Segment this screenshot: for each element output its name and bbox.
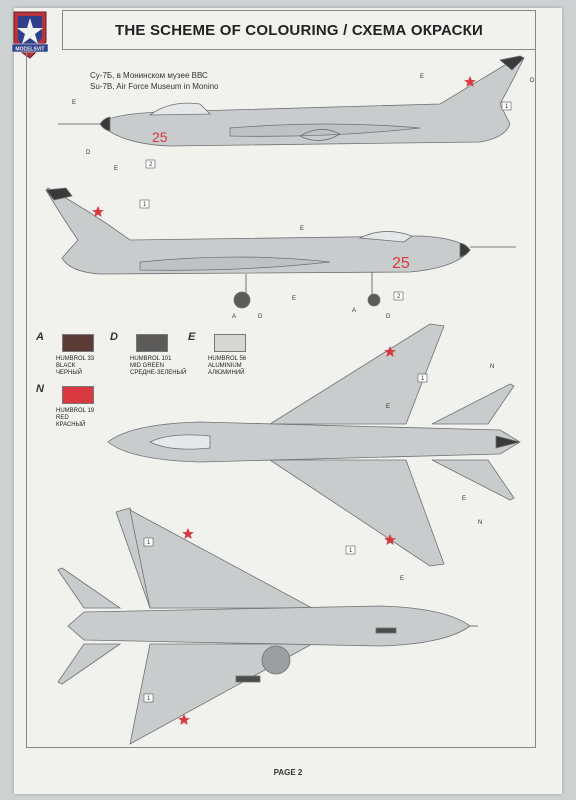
colour-swatch (136, 334, 168, 352)
callout-e: E (400, 576, 404, 582)
colour-swatch (62, 386, 94, 404)
callout-e: E (114, 166, 118, 172)
aircraft-caption: Су-7Б, в Монинском музее ВВС Su-7B, Air … (90, 70, 219, 92)
callout-e: E (300, 226, 304, 232)
callout-n: N (478, 520, 482, 526)
colour-code: A (36, 331, 44, 343)
callout-d: D (86, 150, 91, 156)
logo-star-icon (17, 18, 43, 44)
callout-e: E (386, 404, 390, 410)
caption-ru: Су-7Б, в Монинском музее ВВС (90, 71, 208, 80)
callouts: E E D D E E E A D A D N E E N E (72, 74, 535, 582)
decal-box-2: 2 (397, 294, 401, 300)
logo-text: MODELSVIT (15, 47, 44, 53)
colour-swatch (214, 334, 246, 352)
callout-e: E (292, 296, 296, 302)
decal-box-1: 1 (147, 540, 151, 546)
top-view (107, 323, 521, 567)
callout-e: E (72, 100, 76, 106)
colour-code: E (188, 331, 196, 343)
decal-box-1: 1 (421, 376, 425, 382)
decal-box-1: 1 (143, 202, 147, 208)
callout-a: A (352, 308, 356, 314)
callout-d: D (386, 314, 391, 320)
bottom-star-upper-icon (182, 528, 194, 539)
side1-tail-number: 25 (152, 129, 168, 145)
callout-d: D (530, 78, 535, 84)
colour-swatch (62, 334, 94, 352)
side2-tail-number: 25 (392, 255, 410, 272)
page-number: PAGE 2 (273, 768, 303, 777)
page-title: THE SCHEME OF COLOURING / СХЕМА ОКРАСКИ (62, 10, 536, 50)
decal-box-1: 1 (147, 696, 151, 702)
decal-number-boxes: 1 2 1 2 1 1 1 1 (139, 101, 512, 703)
caption-en: Su-7B, Air Force Museum in Monino (90, 82, 219, 91)
page-frame (26, 48, 536, 748)
callout-e: E (462, 496, 466, 502)
decal-box-1: 1 (505, 104, 509, 110)
decal-box-2: 2 (149, 162, 153, 168)
callout-d: D (258, 314, 263, 320)
modelsvit-logo: MODELSVIT (11, 11, 49, 59)
callout-n: N (490, 364, 494, 370)
colour-code: N (36, 383, 44, 395)
side-view-left (58, 55, 525, 147)
colour-code: D (110, 331, 118, 343)
side-view-right (45, 187, 516, 309)
decal-box-1: 1 (349, 548, 353, 554)
callout-a: A (232, 314, 236, 320)
callout-e: E (420, 74, 424, 80)
bottom-view (57, 507, 478, 745)
